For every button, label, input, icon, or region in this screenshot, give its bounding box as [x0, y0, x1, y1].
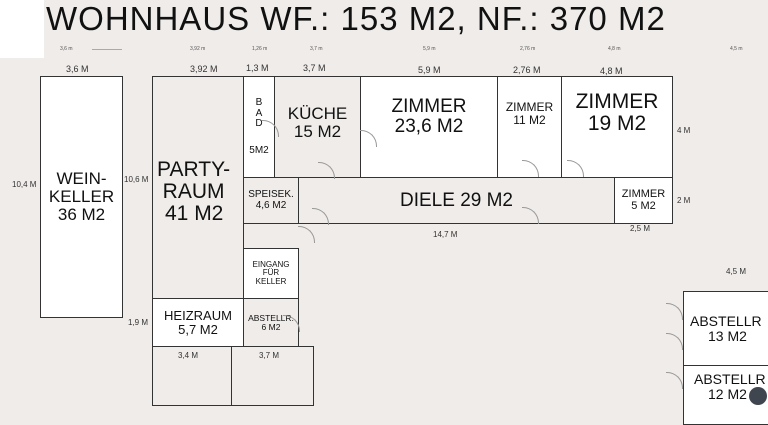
room-area: 19 M2 [587, 112, 647, 136]
room-area: 6 M2 [261, 321, 281, 332]
room-area: 5 M2 [631, 199, 656, 212]
room-lower-right [231, 346, 314, 406]
room-name: KÜCHE [287, 104, 348, 123]
scale-line [92, 49, 122, 50]
room-area: 36 M2 [57, 204, 106, 224]
plan-title: WOHNHAUS WF.: 153 M2, NF.: 370 M2 [46, 0, 666, 37]
cat-avatar-icon [749, 387, 767, 405]
room-area: 13 M2 [708, 327, 747, 344]
room-area: 41 M2 [165, 202, 224, 226]
room-name: ABSTELLR. [248, 312, 294, 323]
room-heizraum: HEIZRAUM 5,7 M2 [152, 298, 244, 347]
dim-label: 2,76 M [513, 65, 541, 75]
room-name: ZIMMER [621, 187, 666, 200]
door-icon [666, 303, 683, 320]
room-area: 23,6 M2 [394, 115, 464, 137]
room-name: EINGANG FÜR KELLER [252, 259, 290, 286]
room-area: 11 M2 [513, 112, 546, 127]
room-name: ZIMMER [505, 100, 554, 114]
room-name: B A D [255, 97, 263, 129]
dim-label: 3,4 M [178, 351, 199, 360]
scale-label: 4,5 m [730, 46, 743, 52]
room-area: 15 M2 [293, 121, 342, 141]
scale-label: 1,26 m [252, 46, 268, 52]
dim-label: 3,6 M [66, 64, 89, 74]
scale-label: 3,92 m [190, 46, 206, 52]
room-diele: DIELE 29 M2 [298, 177, 615, 224]
room-name: ABSTELLR [690, 312, 762, 329]
dim-label: 10,6 M [124, 175, 149, 184]
room-name: SPEISEK. [248, 189, 294, 200]
room-area: 5M2 [249, 144, 269, 156]
room-name: WEIN- KELLER [48, 169, 115, 207]
room-zimmer-5: ZIMMER 5 M2 [614, 177, 673, 224]
dim-label: 2,5 M [630, 224, 651, 233]
blank-corner [0, 0, 44, 58]
room-name: ABSTELLR [694, 371, 766, 387]
scale-label: 4,8 m [608, 46, 621, 52]
room-speisekammer: SPEISEK. 4,6 M2 [243, 177, 299, 224]
room-name: ZIMMER [575, 90, 659, 113]
room-name: PARTY- RAUM [157, 158, 231, 204]
room-name: HEIZRAUM [164, 307, 232, 323]
door-icon [666, 372, 683, 389]
room-name: DIELE 29 M2 [400, 189, 513, 211]
room-area: 4,6 M2 [255, 199, 287, 211]
dim-label: 3,7 M [303, 63, 326, 73]
dim-label: 1,9 M [128, 318, 149, 327]
dim-label: 4,8 M [600, 66, 623, 76]
scale-label: 5,9 m [423, 46, 436, 52]
dim-label: 1,3 M [246, 63, 269, 73]
room-area: 5,7 M2 [178, 321, 218, 337]
room-abstellraum-6: ABSTELLR. 6 M2 [243, 298, 299, 347]
scale-label: 3,7 m [310, 46, 323, 52]
dim-label: 4,5 M [726, 267, 747, 276]
room-zimmer-23-6: ZIMMER 23,6 M2 [360, 76, 498, 178]
room-area: 12 M2 [708, 385, 747, 402]
room-kueche: KÜCHE 15 M2 [274, 76, 361, 178]
door-icon [666, 333, 683, 350]
door-icon [298, 226, 315, 243]
dim-label: 10,4 M [12, 180, 37, 189]
room-abstellraum-13: ABSTELLR 13 M2 [683, 291, 768, 366]
room-weinkeller: WEIN- KELLER 36 M2 [40, 76, 123, 318]
dim-label: 5,9 M [418, 65, 441, 75]
dim-label: 3,7 M [259, 351, 280, 360]
room-zimmer-19: ZIMMER 19 M2 [561, 76, 673, 178]
scale-label: 3,6 m [60, 46, 73, 52]
scale-label: 2,76 m [520, 46, 536, 52]
dim-label: 3,92 M [190, 64, 218, 74]
dim-label: 4 M [677, 126, 691, 135]
room-eingang-keller: EINGANG FÜR KELLER [243, 248, 299, 299]
dim-label: 2 M [677, 196, 691, 205]
dim-label: 14,7 M [433, 230, 458, 239]
room-name: ZIMMER [391, 96, 467, 117]
